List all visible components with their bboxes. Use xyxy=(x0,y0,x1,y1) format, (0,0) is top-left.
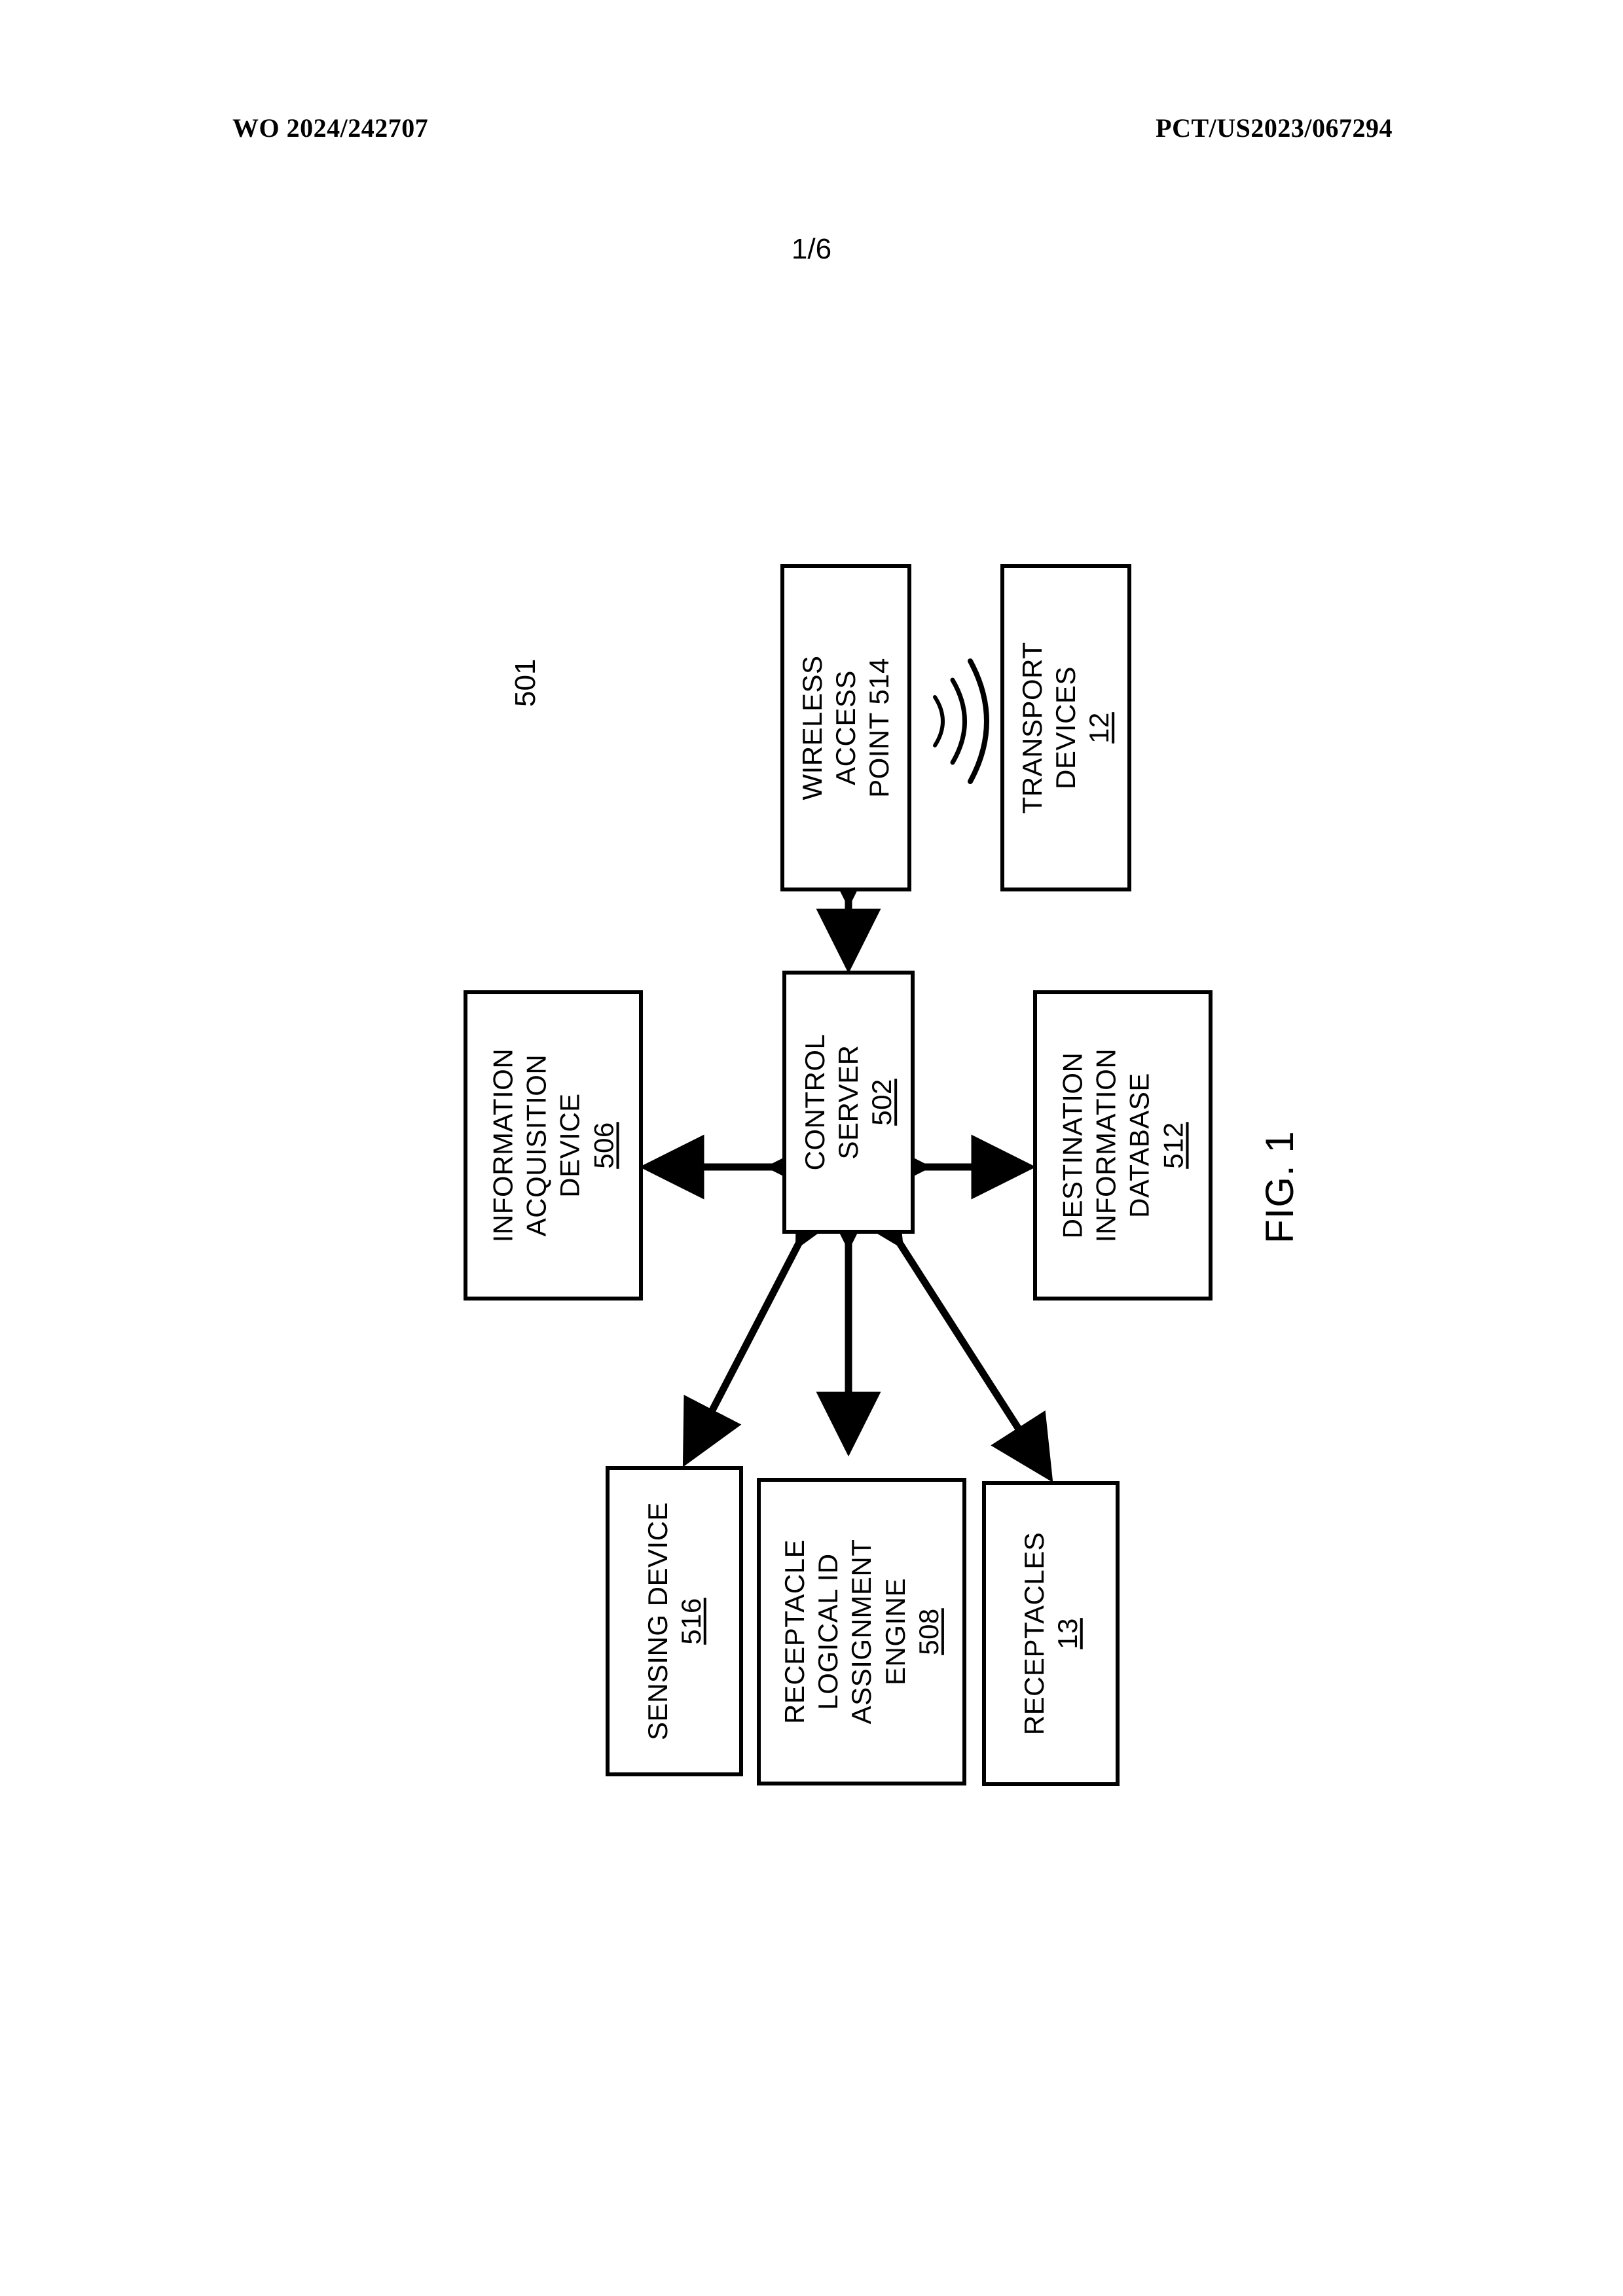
node-information-acquisition-device-label: INFORMATION ACQUISITION DEVICE 506 xyxy=(487,1048,619,1243)
node-receptacle-logical-id-assignment-engine[interactable]: RECEPTACLE LOGICAL ID ASSIGNMENT ENGINE … xyxy=(757,1478,966,1785)
node-sensing-device-label: SENSING DEVICE 516 xyxy=(642,1501,706,1741)
connector-control-server-to-sensing-device xyxy=(682,1177,854,1467)
application-number: PCT/US2023/067294 xyxy=(1156,113,1393,143)
page-header: WO 2024/242707 PCT/US2023/067294 xyxy=(0,113,1623,152)
node-receptacle-logical-id-assignment-engine-label: RECEPTACLE LOGICAL ID ASSIGNMENT ENGINE … xyxy=(778,1539,944,1725)
node-sensing-device[interactable]: SENSING DEVICE 516 xyxy=(606,1466,743,1776)
node-destination-information-database-label: DESTINATION INFORMATION DATABASE 512 xyxy=(1057,1048,1189,1243)
node-control-server[interactable]: CONTROL SERVER 502 xyxy=(782,971,915,1234)
publication-number: WO 2024/242707 xyxy=(232,113,429,143)
node-receptacles-label: RECEPTACLES 13 xyxy=(1018,1532,1083,1736)
connector-control-server-to-receptacles xyxy=(841,1177,1053,1482)
sheet-number: 1/6 xyxy=(791,233,832,265)
node-transport-devices-label: TRANSPORT DEVICES 12 xyxy=(1017,641,1115,814)
node-wireless-access-point-label: WIRELESS ACCESS POINT 514 xyxy=(797,655,895,800)
system-reference-label: 501 xyxy=(509,658,541,707)
node-receptacles[interactable]: RECEPTACLES 13 xyxy=(982,1481,1120,1786)
node-information-acquisition-device[interactable]: INFORMATION ACQUISITION DEVICE 506 xyxy=(464,990,643,1300)
node-transport-devices[interactable]: TRANSPORT DEVICES 12 xyxy=(1000,564,1131,891)
node-destination-information-database[interactable]: DESTINATION INFORMATION DATABASE 512 xyxy=(1033,990,1213,1300)
figure-caption: FIG. 1 xyxy=(1258,1130,1302,1244)
node-wireless-access-point[interactable]: WIRELESS ACCESS POINT 514 xyxy=(780,564,911,891)
wireless-signal-icon xyxy=(933,658,989,784)
node-control-server-label: CONTROL SERVER 502 xyxy=(799,1033,898,1171)
